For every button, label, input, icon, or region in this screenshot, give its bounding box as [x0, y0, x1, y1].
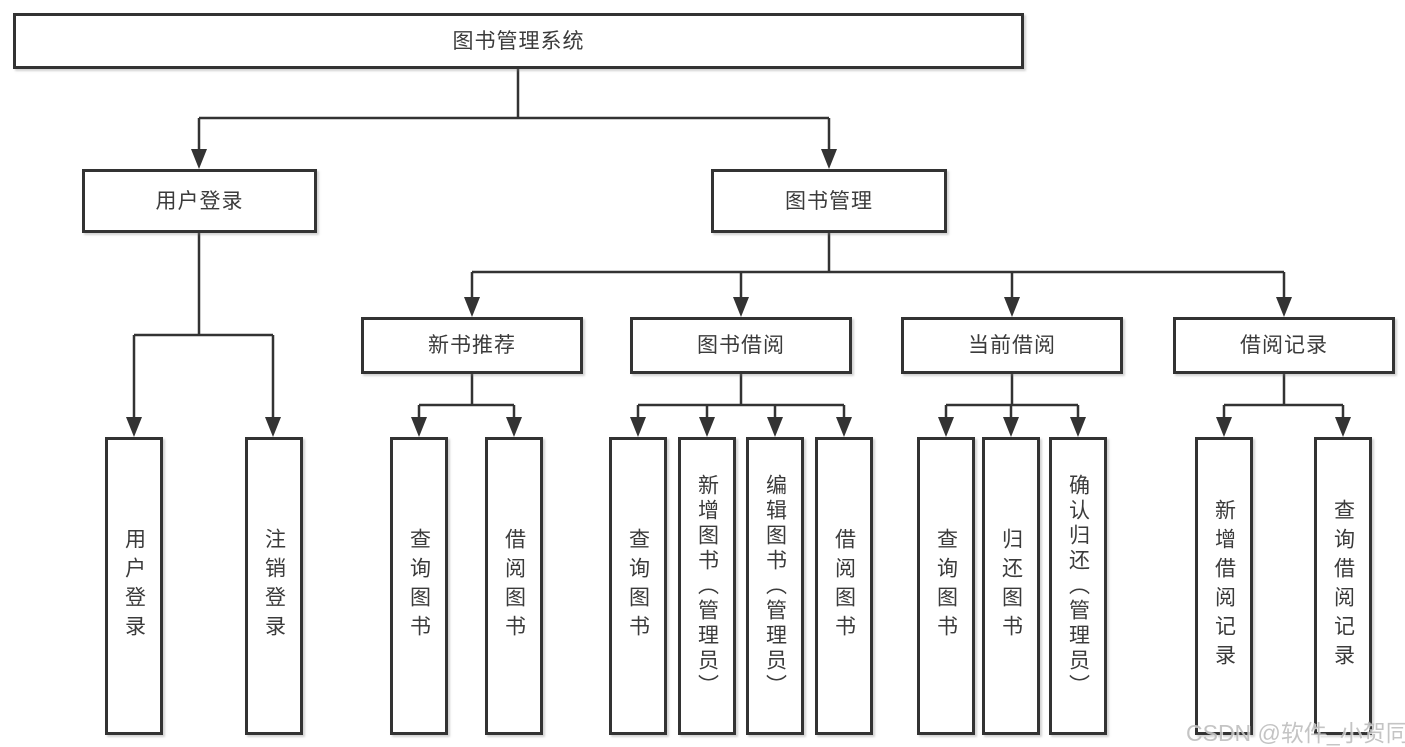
- leaf-label: 查询图书: [626, 528, 650, 644]
- leaf-query-book-2: 查询图书: [609, 437, 667, 735]
- arrowheads: [126, 149, 1351, 437]
- arrowhead: [464, 297, 480, 317]
- arrowhead: [1276, 297, 1292, 317]
- leaf-label: 借阅图书: [502, 528, 526, 644]
- leaf-query-book-3: 查询图书: [917, 437, 975, 735]
- leaf-user-login: 用户登录: [105, 437, 163, 735]
- leaf-logout: 注销登录: [245, 437, 303, 735]
- leaf-edit-book-admin: 编辑图书（管理员）: [746, 437, 804, 735]
- node-library-system: 图书管理系统: [13, 13, 1024, 69]
- arrowhead: [733, 297, 749, 317]
- leaf-query-book-1: 查询图书: [390, 437, 448, 735]
- node-label: 图书借阅: [697, 334, 785, 357]
- leaf-label: 新增图书（管理员）: [695, 473, 719, 699]
- node-label: 用户登录: [155, 189, 244, 213]
- arrowhead: [836, 417, 852, 437]
- arrowhead: [767, 417, 783, 437]
- leaf-query-borrow-record: 查询借阅记录: [1314, 437, 1372, 735]
- node-borrow-records: 借阅记录: [1173, 317, 1395, 374]
- arrowhead: [126, 417, 142, 437]
- node-new-book-recommend: 新书推荐: [361, 317, 583, 374]
- node-label: 图书管理系统: [452, 29, 585, 53]
- leaf-label: 用户登录: [122, 528, 146, 644]
- leaf-label: 查询图书: [407, 528, 431, 644]
- arrowhead: [630, 417, 646, 437]
- arrowhead: [506, 417, 522, 437]
- leaf-return-book: 归还图书: [982, 437, 1040, 735]
- node-book-management: 图书管理: [711, 169, 947, 233]
- arrowhead: [1004, 297, 1020, 317]
- csdn-watermark: CSDN @软件_小贺同学: [1186, 720, 1405, 746]
- node-label: 当前借阅: [968, 334, 1056, 357]
- leaf-label: 查询图书: [934, 528, 958, 644]
- leaf-label: 归还图书: [999, 528, 1023, 644]
- leaf-label: 编辑图书（管理员）: [763, 473, 787, 699]
- arrowhead: [699, 417, 715, 437]
- node-label: 新书推荐: [428, 334, 516, 357]
- leaf-label: 借阅图书: [832, 528, 856, 644]
- node-book-borrow: 图书借阅: [630, 317, 852, 374]
- arrowhead: [938, 417, 954, 437]
- leaf-label: 确认归还（管理员）: [1066, 473, 1090, 699]
- arrowhead: [1070, 417, 1086, 437]
- arrowhead: [265, 417, 281, 437]
- leaf-label: 查询借阅记录: [1331, 499, 1355, 673]
- node-label: 借阅记录: [1240, 334, 1328, 357]
- arrowhead: [821, 149, 837, 169]
- node-label: 图书管理: [785, 189, 873, 213]
- arrowhead: [1335, 417, 1351, 437]
- leaf-add-book-admin: 新增图书（管理员）: [678, 437, 736, 735]
- node-user-login: 用户登录: [82, 169, 317, 233]
- connector-path: [132, 69, 1345, 420]
- leaf-label: 新增借阅记录: [1212, 499, 1236, 673]
- node-current-borrow: 当前借阅: [901, 317, 1123, 374]
- arrowhead: [1003, 417, 1019, 437]
- leaf-label: 注销登录: [262, 528, 286, 644]
- leaf-confirm-return-admin: 确认归还（管理员）: [1049, 437, 1107, 735]
- arrowhead: [191, 149, 207, 169]
- leaf-borrow-book-1: 借阅图书: [485, 437, 543, 735]
- arrowhead: [411, 417, 427, 437]
- leaf-borrow-book-2: 借阅图书: [815, 437, 873, 735]
- arrowhead: [1216, 417, 1232, 437]
- leaf-add-borrow-record: 新增借阅记录: [1195, 437, 1253, 735]
